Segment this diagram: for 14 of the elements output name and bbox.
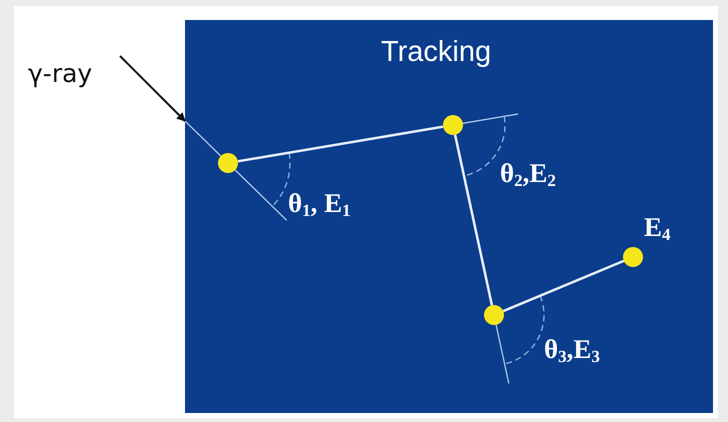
angle-energy-label: θ$_{1}$, E$_{1}$ <box>288 190 351 217</box>
angle-energy-label: θ$_{3}$,E$_{3}$ <box>544 336 600 363</box>
track-line <box>238 125 444 163</box>
interaction-point <box>443 115 463 135</box>
interaction-point <box>484 305 504 325</box>
arrow <box>119 55 186 122</box>
interaction-point <box>218 153 238 173</box>
ray-label: γ-ray <box>28 56 124 92</box>
track-line <box>454 134 494 306</box>
angle-energy-label: θ$_{2}$,E$_{2}$ <box>500 160 556 187</box>
track-line <box>502 260 624 312</box>
angle-energy-label: E$_{4}$ <box>644 214 671 241</box>
interaction-point <box>623 247 643 267</box>
panel-title: Tracking <box>381 38 492 67</box>
